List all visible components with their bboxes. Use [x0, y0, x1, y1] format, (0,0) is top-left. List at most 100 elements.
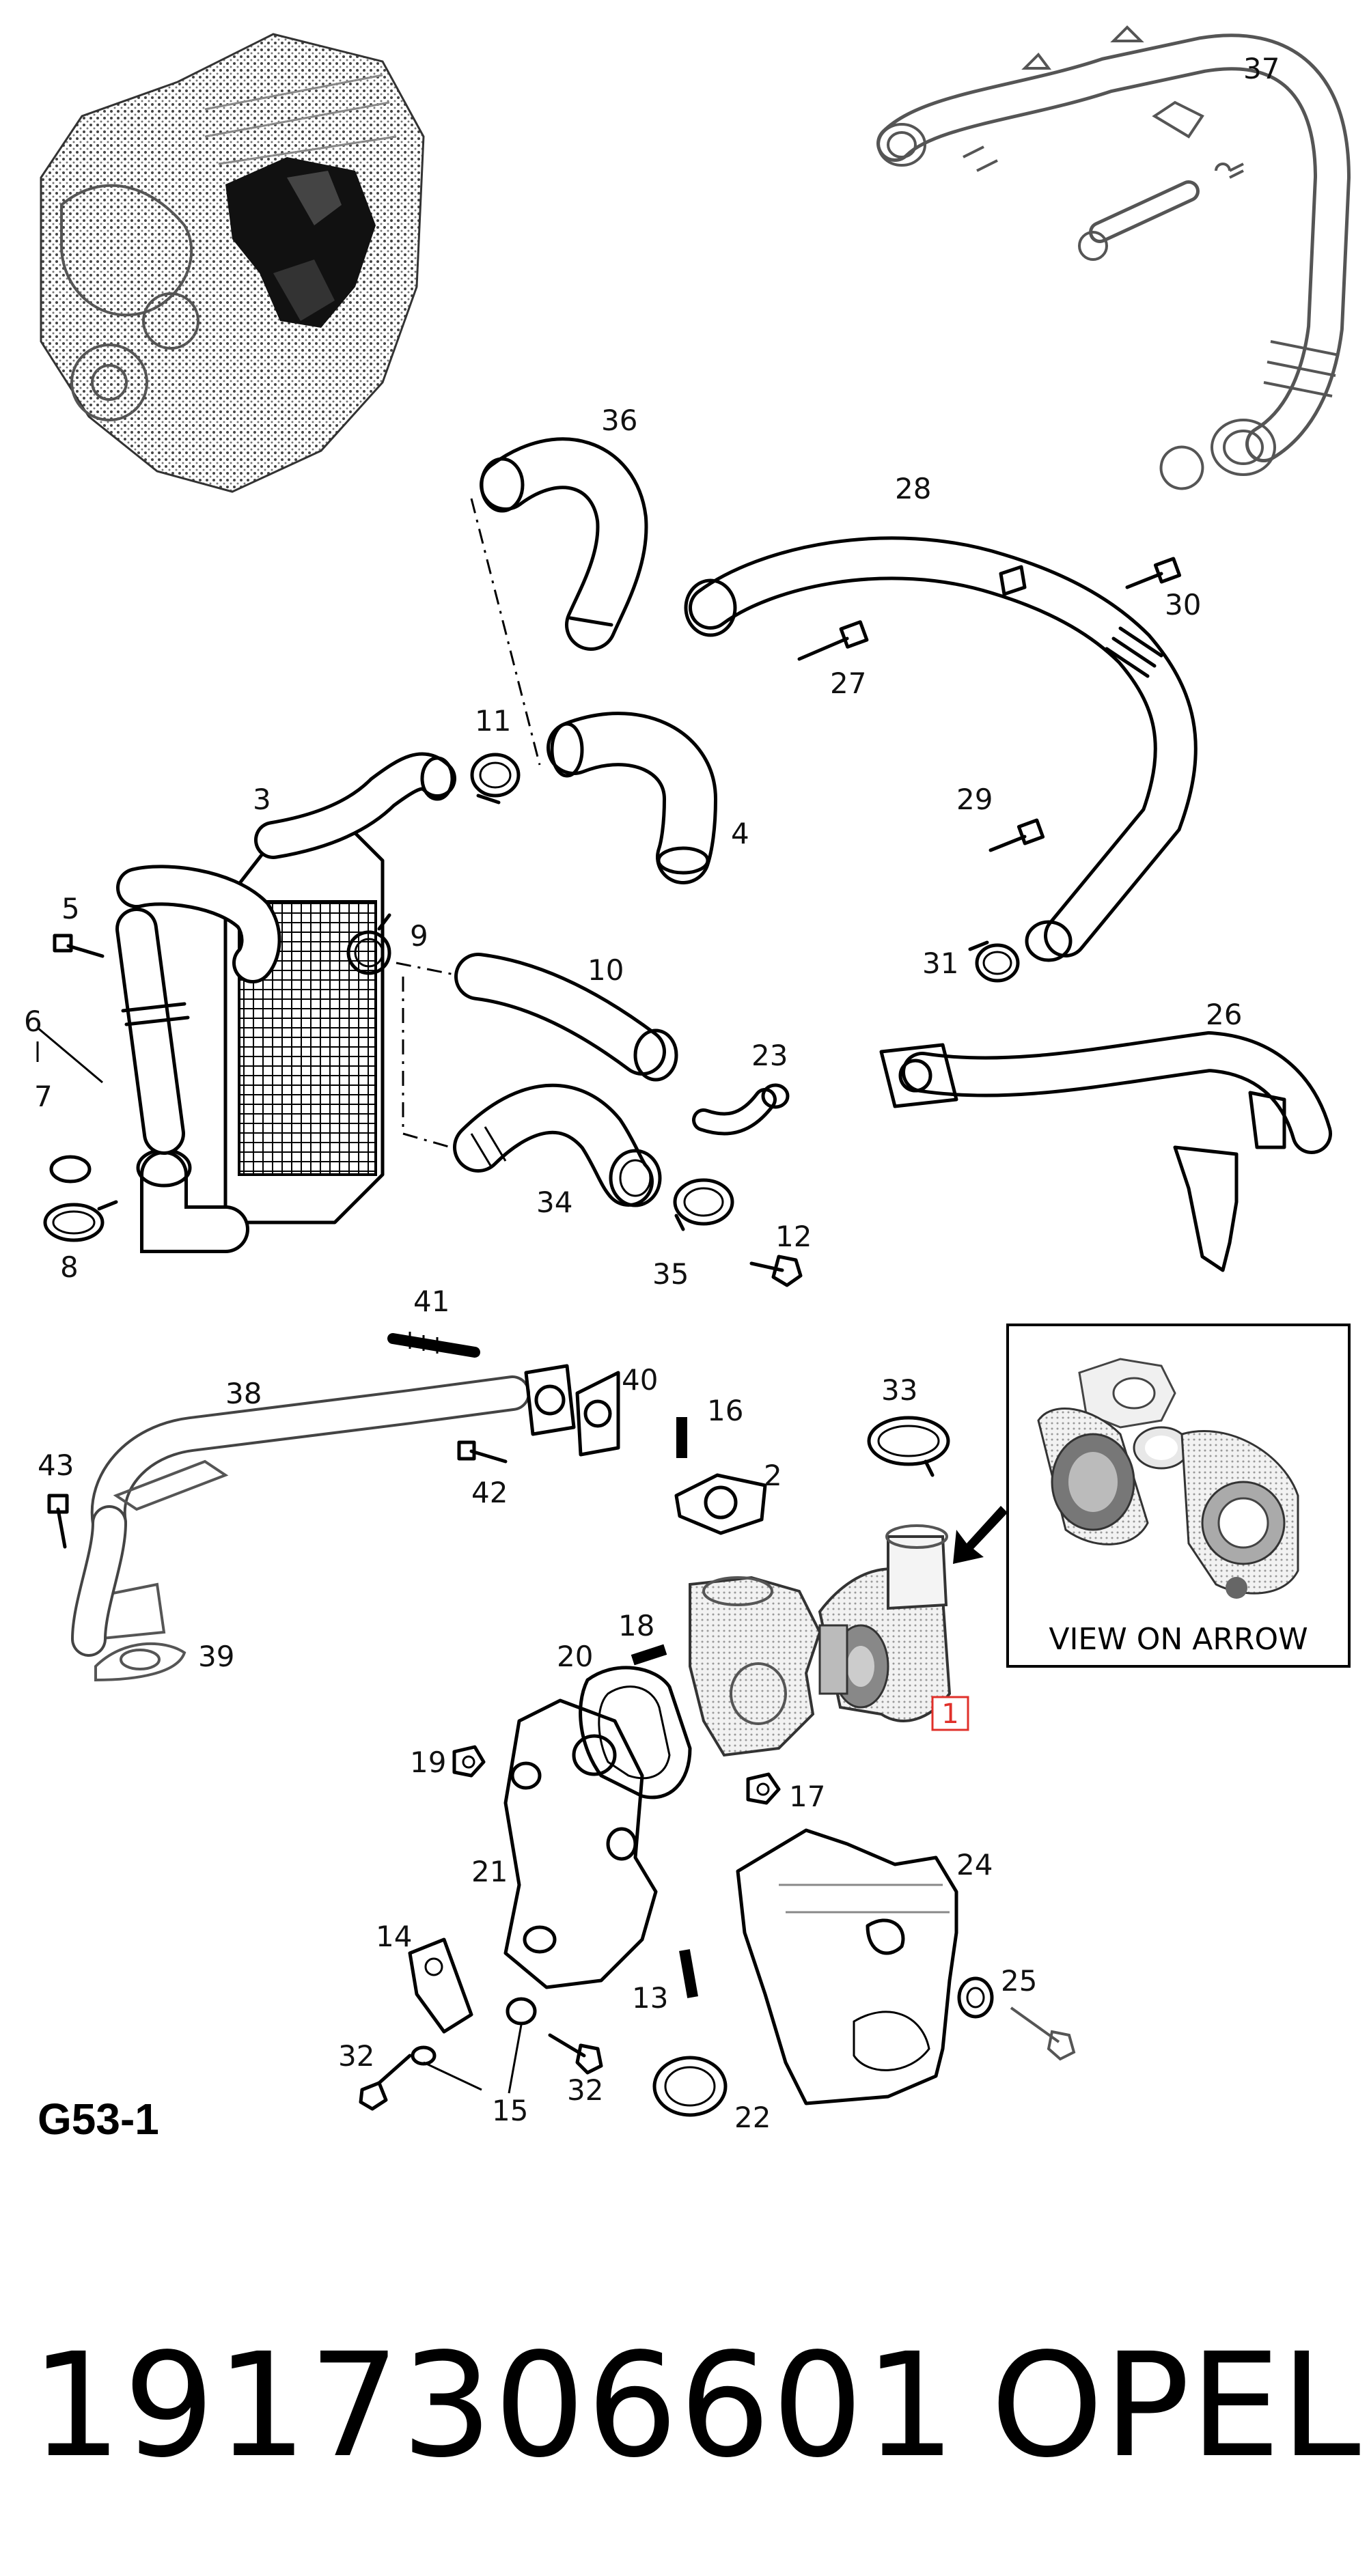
callout-38: 38 [225, 1377, 262, 1410]
part-13-stud [679, 1949, 698, 1998]
part-24-heat-shield [736, 1828, 958, 2105]
part-20-gasket [579, 1666, 692, 1800]
leader-lines [36, 1026, 523, 2094]
part-4-hose [547, 712, 718, 884]
callout-43: 43 [38, 1448, 74, 1482]
callout-9: 9 [410, 919, 428, 953]
part-7-o-ring [49, 1155, 92, 1184]
callout-26: 26 [1206, 998, 1242, 1031]
part-28-pipe [684, 536, 1198, 962]
callout-35: 35 [652, 1257, 689, 1291]
callout-32-right: 32 [567, 2073, 603, 2107]
part-9-clamp [346, 913, 391, 975]
part-6-hose [115, 908, 190, 1155]
callout-13: 13 [632, 1981, 668, 2015]
view-on-arrow-label: VIEW ON ARROW [1049, 1622, 1308, 1657]
view-direction-arrow [953, 1506, 1008, 1564]
part-19-nut [452, 1745, 486, 1778]
part-32-bolt-right [548, 2033, 603, 2075]
part-5-bolt [53, 934, 105, 958]
callout-8: 8 [60, 1250, 79, 1284]
part-15-washer [411, 1997, 537, 2066]
callout-34: 34 [536, 1186, 572, 1219]
callout-23: 23 [751, 1039, 788, 1072]
part-41-stud [387, 1332, 480, 1358]
part-42-bolt [457, 1440, 508, 1464]
callout-10: 10 [587, 953, 624, 987]
part-31-clamp [968, 940, 1020, 983]
part-1-turbocharger [689, 1524, 952, 1757]
part-35-clamp [673, 1178, 734, 1231]
callout-15: 15 [492, 2094, 528, 2127]
part-1-callout-highlight: 1 [931, 1696, 969, 1731]
part-38-pipe [71, 1364, 576, 1657]
callout-4: 4 [731, 817, 749, 850]
callout-25: 25 [1001, 1964, 1037, 1998]
part-36-hose [480, 437, 648, 651]
callout-30: 30 [1165, 588, 1201, 621]
highlight-callout-1: 1 [941, 1698, 958, 1730]
sheet-label: G53-1 [38, 2095, 159, 2144]
part-14-bracket [408, 1937, 473, 2034]
part-3-intercooler [116, 752, 456, 1253]
part-26-pipe [879, 1031, 1332, 1272]
callout-3: 3 [253, 783, 271, 816]
part-34-hose [453, 1083, 662, 1207]
part-21-housing [503, 1698, 658, 1989]
callout-36: 36 [601, 404, 637, 437]
part-17-nut [746, 1772, 781, 1805]
callout-16: 16 [707, 1394, 743, 1427]
callout-29: 29 [956, 783, 993, 816]
callout-11: 11 [475, 704, 511, 738]
part-30-bolt [1125, 557, 1182, 589]
engine-overview-illustration [40, 33, 425, 493]
assembly-line-9-10 [396, 962, 465, 978]
view-on-arrow-inset: VIEW ON ARROW [1006, 1324, 1351, 1668]
part-8-clamp [43, 1200, 118, 1242]
callout-40: 40 [622, 1363, 658, 1397]
callout-19: 19 [410, 1746, 446, 1779]
callout-6: 6 [24, 1005, 42, 1038]
callout-37: 37 [1243, 52, 1280, 85]
part-25-bolt [1010, 2006, 1076, 2061]
callout-7: 7 [34, 1080, 53, 1113]
part-40-gasket [575, 1371, 620, 1457]
callout-21: 21 [471, 1855, 508, 1888]
callout-31: 31 [922, 947, 958, 980]
callout-41: 41 [413, 1285, 450, 1318]
part-29-bolt [988, 818, 1045, 852]
callout-18: 18 [618, 1609, 654, 1642]
callout-39: 39 [198, 1640, 234, 1673]
part-37-intake-pipe [876, 25, 1351, 490]
callout-14: 14 [376, 1920, 412, 1953]
callout-33: 33 [881, 1373, 917, 1407]
part-39-gasket [94, 1642, 186, 1682]
part-23-pipe [692, 1083, 790, 1136]
callout-12: 12 [775, 1220, 812, 1253]
callout-17: 17 [789, 1780, 825, 1813]
part-10-hose [454, 953, 678, 1082]
part-27-bolt [797, 620, 869, 661]
callout-42: 42 [471, 1476, 508, 1509]
part-33-clamp [867, 1416, 950, 1477]
part-11-clamp [470, 753, 521, 804]
part-43-bolt [47, 1494, 69, 1549]
part-18-stud [631, 1644, 667, 1666]
callout-22: 22 [734, 2101, 771, 2134]
part-number: 1917306601 [31, 2322, 957, 2489]
callout-labels: 2 3 4 5 6 7 8 9 10 11 12 13 14 15 16 17 … [24, 52, 1280, 2134]
part-16-stud [676, 1417, 687, 1458]
callout-32-left: 32 [338, 2039, 374, 2073]
callout-20: 20 [557, 1640, 593, 1673]
part-22-seal [652, 2056, 728, 2117]
part-2-gasket [674, 1473, 767, 1535]
callout-5: 5 [61, 892, 80, 925]
part-12-bolt [749, 1255, 803, 1287]
callout-28: 28 [895, 472, 931, 505]
callout-24: 24 [956, 1848, 993, 1881]
assembly-line-9-34 [402, 977, 452, 1149]
part-32-bolt-left [359, 2054, 412, 2111]
brand-name: OPEL [991, 2322, 1361, 2489]
part-25-washer [957, 1976, 994, 2019]
